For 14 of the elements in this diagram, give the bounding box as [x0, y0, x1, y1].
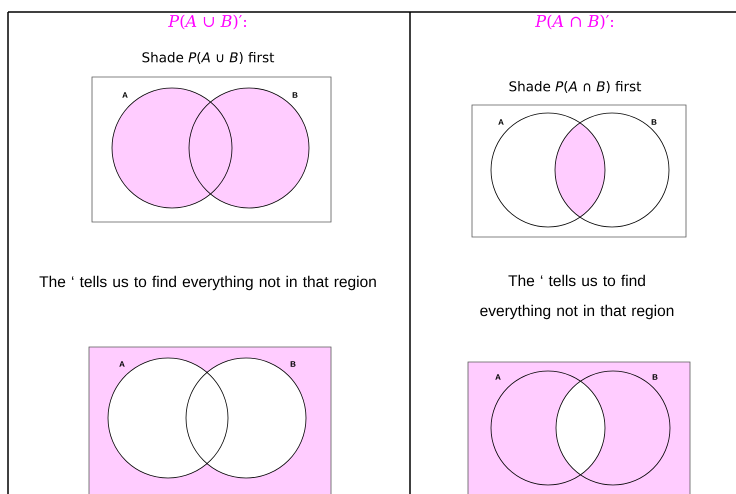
set-label: A: [495, 374, 501, 380]
explanation-text: The ‘ tells us to find everything not in that region: [480, 274, 674, 320]
set-label: B: [652, 374, 658, 380]
set-label: B: [290, 361, 296, 367]
set-label: B: [292, 92, 298, 98]
set-label: A: [498, 119, 504, 125]
instruction-text: Shade P(A ∩ B) first: [509, 80, 642, 94]
set-label: A: [122, 92, 128, 98]
heading: P(A ∩ B)′:: [535, 14, 614, 30]
heading: P(A ∪ B)′:: [168, 14, 246, 30]
set-label: B: [652, 119, 657, 125]
instruction-text: Shade P(A ∪ B) first: [142, 52, 274, 64]
explanation-text: The ‘ tells us to find everything not in that region: [40, 276, 376, 290]
set-label: A: [119, 361, 125, 367]
